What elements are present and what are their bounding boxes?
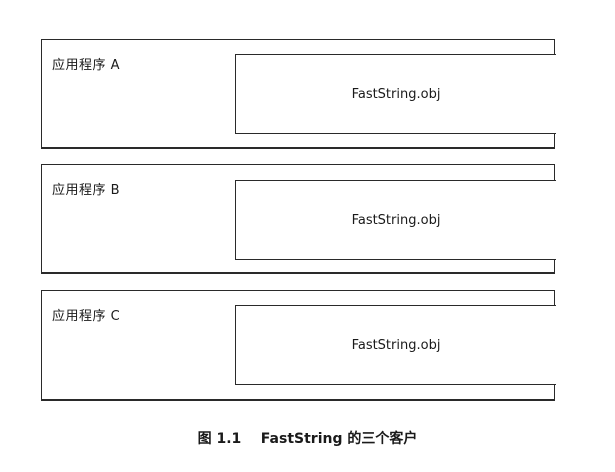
application-c-label: 应用程序 C xyxy=(52,309,121,324)
application-a-box: 应用程序 A FastString.obj xyxy=(41,39,556,149)
application-a-component-label: FastString.obj xyxy=(351,86,441,102)
application-b-box: 应用程序 B FastString.obj xyxy=(41,164,556,274)
application-a-label: 应用程序 A xyxy=(52,58,121,73)
application-a-component-box: FastString.obj xyxy=(235,54,556,134)
application-b-component-box: FastString.obj xyxy=(235,180,556,260)
application-c-component-box: FastString.obj xyxy=(235,305,556,385)
application-b-component-label: FastString.obj xyxy=(351,212,441,228)
application-b-label: 应用程序 B xyxy=(52,183,121,198)
application-c-box: 应用程序 C FastString.obj xyxy=(41,290,556,401)
figure-caption: 图 1.1 FastString 的三个客户 xyxy=(197,431,418,447)
application-c-component-label: FastString.obj xyxy=(351,337,441,353)
